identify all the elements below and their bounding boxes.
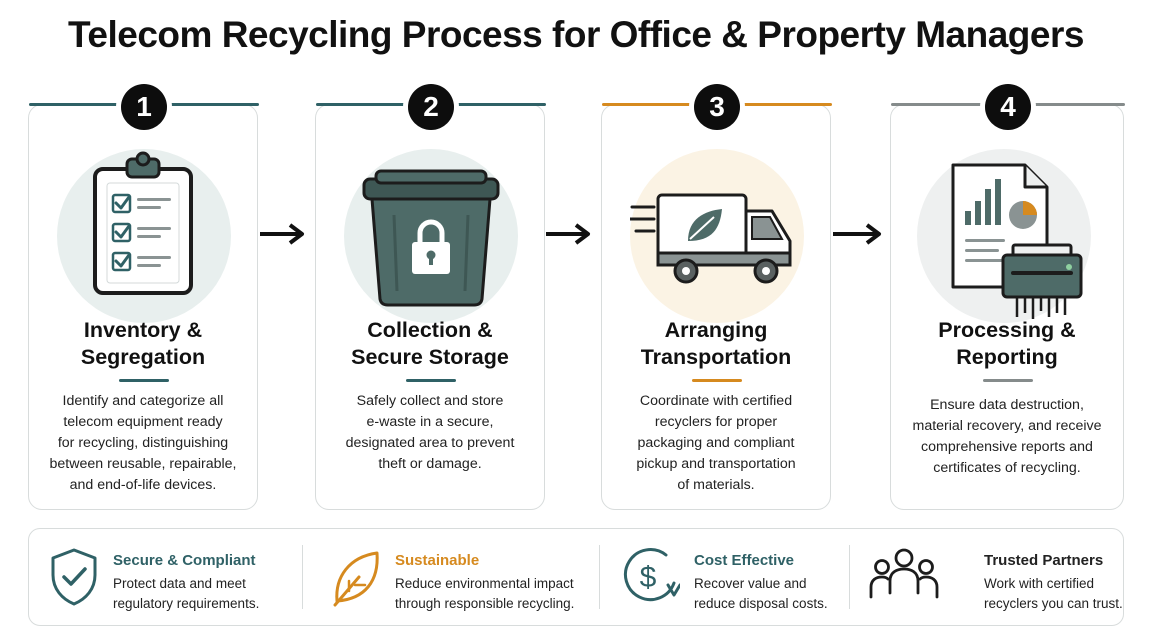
title-underline <box>406 379 456 382</box>
benefit-cost-effective: $ Cost Effective Recover value and reduc… <box>600 529 848 625</box>
desc-line: designated area to prevent <box>345 435 515 451</box>
step-description: Coordinate with certified recyclers for … <box>610 391 822 496</box>
icon-backdrop <box>57 149 231 323</box>
shield-check-icon <box>51 548 97 606</box>
step-title: Arranging Transportation <box>602 317 830 371</box>
step-card-2: 2 Collection & Secure Storage Safely col… <box>315 84 546 510</box>
step-title-line: Processing & <box>938 318 1076 342</box>
step-description: Safely collect and store e-waste in a se… <box>324 391 536 475</box>
title-underline <box>983 379 1033 382</box>
step-title: Collection & Secure Storage <box>316 317 544 371</box>
desc-line: between reusable, repairable, <box>49 456 237 472</box>
title-underline <box>119 379 169 382</box>
desc-line: through responsible recycling. <box>395 596 575 611</box>
arrow-right-icon <box>260 223 304 245</box>
benefit-title: Secure & Compliant <box>113 552 256 569</box>
desc-line: Identify and categorize all <box>62 393 224 409</box>
desc-line: for recycling, distinguishing <box>57 435 229 451</box>
step-number-badge: 3 <box>694 84 740 130</box>
benefit-description: Reduce environmental impact through resp… <box>395 574 574 614</box>
benefit-divider <box>302 545 303 609</box>
desc-line: theft or damage. <box>378 456 482 472</box>
page-title: Telecom Recycling Process for Office & P… <box>68 14 1084 55</box>
benefit-title: Cost Effective <box>694 552 795 569</box>
benefit-description: Work with certified recyclers you can tr… <box>984 574 1123 614</box>
step-description: Identify and categorize all telecom equi… <box>37 391 249 496</box>
step-card-3: 3 Arranging Transportation Coordinate wi… <box>601 84 832 510</box>
step-number-badge: 4 <box>985 84 1031 130</box>
step-title-line: Reporting <box>956 345 1058 369</box>
step-title: Inventory & Segregation <box>29 317 257 371</box>
desc-line: certificates of recycling. <box>933 460 1081 476</box>
desc-line: regulatory requirements. <box>113 596 260 611</box>
benefits-bar: Secure & Compliant Protect data and meet… <box>28 528 1124 626</box>
step-description: Ensure data destruction, material recove… <box>899 395 1115 479</box>
desc-line: telecom equipment ready <box>63 414 223 430</box>
delivery-truck-icon <box>630 193 792 284</box>
benefit-title: Trusted Partners <box>984 552 1104 569</box>
benefit-title: Sustainable <box>395 552 480 569</box>
desc-line: recyclers you can trust. <box>984 596 1123 611</box>
report-shredder-icon <box>951 163 1083 319</box>
benefit-description: Protect data and meet regulatory require… <box>113 574 259 614</box>
desc-line: Reduce environmental impact <box>395 576 574 591</box>
benefit-trusted-partners: Trusted Partners Work with certified rec… <box>850 529 1123 625</box>
desc-line: Coordinate with certified <box>639 393 793 409</box>
icon-backdrop <box>917 149 1091 323</box>
desc-line: Recover value and <box>694 576 807 591</box>
desc-line: comprehensive reports and <box>921 439 1093 455</box>
locked-bin-icon <box>362 169 500 307</box>
icon-backdrop <box>344 149 518 323</box>
arrow-right-icon <box>833 223 881 245</box>
step-title-line: Inventory & <box>83 318 203 342</box>
step-title: Processing & Reporting <box>891 317 1123 371</box>
benefit-divider <box>849 545 850 609</box>
desc-line: Safely collect and store <box>356 393 504 409</box>
desc-line: material recovery, and receive <box>912 418 1102 434</box>
step-title-line: Arranging <box>664 318 768 342</box>
clipboard-checklist-icon <box>93 151 193 295</box>
desc-line: recyclers for proper <box>654 414 778 430</box>
title-underline <box>692 379 742 382</box>
desc-line: reduce disposal costs. <box>694 596 828 611</box>
icon-backdrop <box>630 149 804 323</box>
svg-text:$: $ <box>640 561 657 594</box>
benefit-sustainable: Sustainable Reduce environmental impact … <box>303 529 599 625</box>
step-number-badge: 1 <box>121 84 167 130</box>
people-group-icon <box>869 548 939 599</box>
desc-line: pickup and transportation <box>636 456 796 472</box>
dollar-circle-icon: $ <box>623 548 680 602</box>
step-title-line: Transportation <box>640 345 792 369</box>
arrow-right-icon <box>546 223 590 245</box>
benefit-divider <box>599 545 600 609</box>
desc-line: e-waste in a secure, <box>366 414 494 430</box>
step-number-badge: 2 <box>408 84 454 130</box>
desc-line: and end-of-life devices. <box>69 477 217 493</box>
desc-line: Ensure data destruction, <box>930 397 1084 413</box>
step-card-4: 4 Processing & Repo <box>890 84 1125 510</box>
step-title-line: Segregation <box>80 345 206 369</box>
step-title-line: Secure Storage <box>351 345 509 369</box>
step-title-line: Collection & <box>367 318 493 342</box>
desc-line: Protect data and meet <box>113 576 246 591</box>
desc-line: of materials. <box>677 477 755 493</box>
desc-line: Work with certified <box>984 576 1095 591</box>
benefit-description: Recover value and reduce disposal costs. <box>694 574 828 614</box>
leaf-icon <box>333 551 379 607</box>
desc-line: packaging and compliant <box>637 435 795 451</box>
step-card-1: 1 Inventory & Segregation Identify and c… <box>28 84 259 510</box>
benefit-secure-compliant: Secure & Compliant Protect data and meet… <box>29 529 301 625</box>
